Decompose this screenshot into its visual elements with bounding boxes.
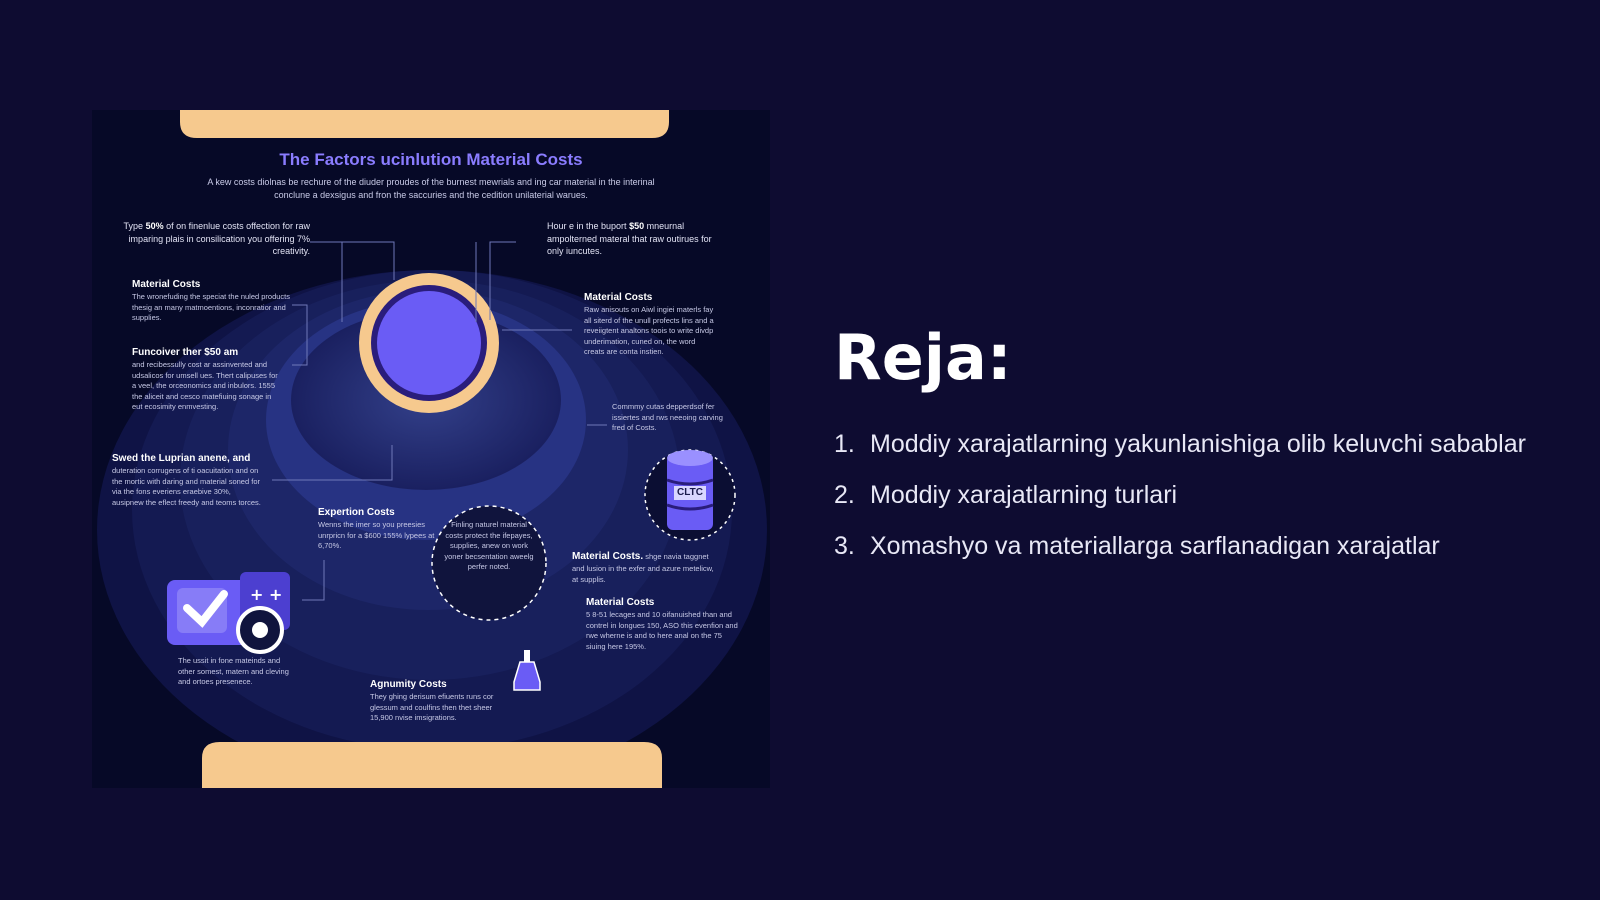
checklist-gear-icon: + +: [167, 572, 290, 654]
list-text: Xomashyo va materiallarga sarflanadigan …: [870, 532, 1440, 560]
block-funcoiver: Funcoiver ther $50 am and recibessully c…: [132, 347, 278, 411]
block-swed: Swed the Luprian anene, and duteration c…: [112, 453, 261, 507]
infographic-graphics: + +: [97, 110, 767, 788]
list-item: 1. Moddiy xarajatlarning yakunlanishiga o…: [834, 424, 1534, 465]
svg-text:+ +: + +: [250, 585, 282, 604]
dashed-circle-text: Finling naturel material costs protect t…: [444, 520, 534, 571]
database-icon: [666, 450, 714, 530]
callout-top-right: Hour e in the buport $50 mneurnal ampolt…: [547, 221, 712, 256]
block-common: Commmy cutas depperdsof fer issiertes an…: [612, 402, 723, 432]
block-material-costs-bottom-right: Material Costs 5 8-51 lecages and 10 oif…: [586, 597, 738, 651]
central-orb: [377, 291, 481, 395]
callout-top-left: Type 50% of on finenlue costs offection …: [123, 221, 310, 256]
list-item: 3. Xomashyo va materiallarga sarflanadiga…: [834, 526, 1534, 567]
database-label: CLTC: [677, 487, 703, 498]
block-material-costs-right: Material Costs Raw anisouts on Aiwl ingi…: [584, 292, 714, 356]
list-text: Moddiy xarajatlarning yakunlanishiga oli…: [870, 430, 1526, 458]
block-expertion-costs: Expertion Costs Wenns the imer so you pr…: [318, 507, 435, 550]
plan-list: 1. Moddiy xarajatlarning yakunlanishiga o…: [834, 424, 1534, 577]
list-number: 1.: [834, 430, 855, 458]
list-item: 2. Moddiy xarajatlarning turlari: [834, 475, 1534, 516]
list-number: 2.: [834, 481, 855, 509]
block-material-costs-mid: Material Costs. shge navia taggnet and l…: [572, 551, 714, 584]
infographic-title: The Factors ucinlution Material Costs: [279, 150, 583, 169]
dashed-circle: [431, 505, 547, 621]
infographic-image: + + The Factors ucinlution Material Cost…: [92, 110, 770, 788]
bottom-banner: [202, 742, 662, 788]
top-banner: [180, 110, 669, 138]
list-number: 3.: [834, 532, 855, 560]
block-agnumity-costs: Agnumity Costs They ghing derisum efiuen…: [370, 679, 494, 722]
list-text: Moddiy xarajatlarning turlari: [870, 481, 1178, 509]
block-material-costs-left: Material Costs The wronefuding the speci…: [132, 279, 291, 322]
infographic-subtitle: A kew costs diolnas be rechure of the di…: [207, 177, 655, 200]
block-icon-caption: The ussit in fone mateinds and other som…: [178, 656, 289, 686]
bottle-icon: [513, 650, 541, 691]
slide-heading: Reja:: [834, 321, 1012, 394]
